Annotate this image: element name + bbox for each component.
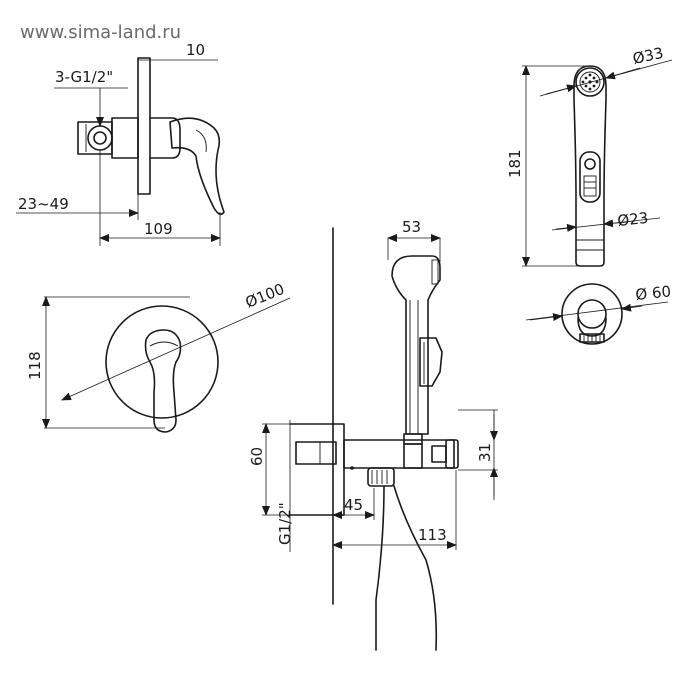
- shower-head-body: [573, 65, 607, 267]
- mixer-side-view: 10 3-G1/2" 23~49 109: [16, 41, 225, 246]
- wall-plate: [137, 57, 151, 195]
- front-rosette: [105, 305, 219, 419]
- dim-valve-height: 31: [476, 443, 494, 462]
- dim-head-diameter: Ø33: [631, 44, 665, 68]
- connector-bore: [93, 131, 107, 145]
- mixer-lever: [169, 117, 225, 216]
- hand-shower-nozzle: [431, 259, 439, 285]
- shower-head-view: 181 Ø33 Ø23: [506, 44, 673, 267]
- holder-connector: [403, 433, 423, 445]
- holder-view: Ø 60: [525, 282, 672, 345]
- dim-thread-label: 3-G1/2": [55, 68, 113, 86]
- mixer-front-view: 118 Ø100: [26, 280, 291, 433]
- dim-line-d100: [61, 297, 291, 401]
- dim-box-height: 60: [248, 447, 266, 466]
- dim-line-d60: [525, 301, 669, 321]
- hose-nut: [367, 467, 395, 487]
- dim-holder-diameter: Ø 60: [635, 282, 672, 304]
- dim-shower-length: 181: [506, 149, 524, 178]
- trigger-button: [584, 158, 596, 170]
- shower-assembly-view: 53 60 G1/2" 45 113 31: [248, 218, 498, 651]
- hose-right: [393, 485, 438, 651]
- site-watermark: www.sima-land.ru: [20, 22, 181, 43]
- dim-front-height: 118: [26, 351, 44, 380]
- valve-knob-base: [431, 445, 447, 463]
- spray-face: [575, 67, 605, 97]
- hose-left: [375, 485, 385, 651]
- dim-inlet-offset: 45: [344, 496, 363, 514]
- outlet-body: [343, 439, 455, 469]
- box-valve: [295, 441, 337, 465]
- dim-overall-depth: 109: [144, 220, 173, 238]
- holder-ring: [577, 299, 607, 329]
- dim-inlet-thread: G1/2": [276, 502, 294, 545]
- dim-plate-thickness: 10: [186, 41, 205, 59]
- dim-front-diameter: Ø100: [243, 280, 287, 312]
- valve-knob: [445, 439, 459, 469]
- mounting-box: [289, 423, 345, 516]
- dim-handle-diameter: Ø23: [617, 209, 650, 230]
- mixer-body: [111, 117, 139, 159]
- hand-shower-trigger: [419, 337, 443, 387]
- dim-overall-width: 113: [418, 526, 447, 544]
- mixer-cover: [149, 117, 181, 159]
- dim-hand-shower-width: 53: [402, 218, 421, 236]
- hand-shower: [391, 255, 441, 435]
- dim-depth-range: 23~49: [18, 195, 69, 213]
- trigger-window: [579, 151, 601, 203]
- front-lever: [144, 329, 182, 433]
- connector-ring: [87, 125, 113, 151]
